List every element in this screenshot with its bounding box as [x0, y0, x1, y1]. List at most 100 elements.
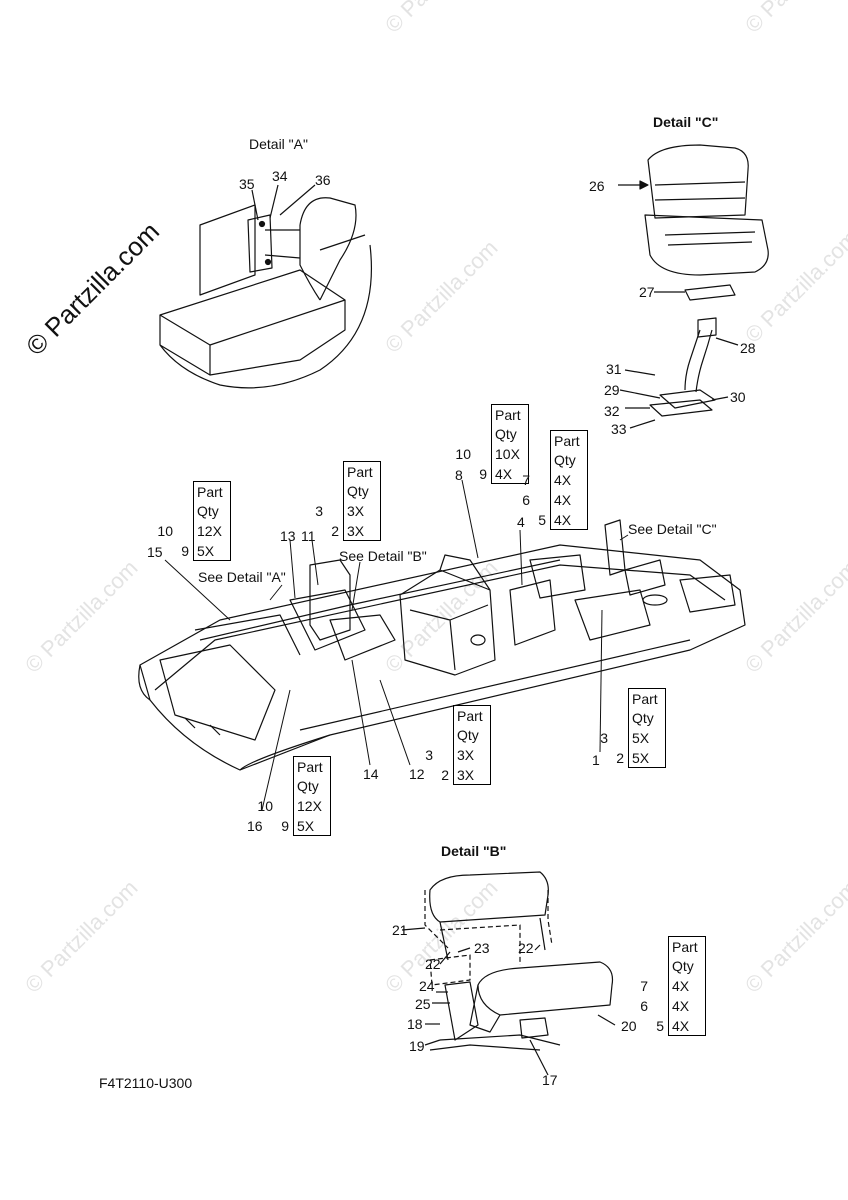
qty-cell: 4X [550, 510, 588, 530]
qty-table-header: Part [443, 404, 529, 424]
part-number [638, 956, 648, 976]
qty-cell: Qty [550, 450, 588, 470]
part-number [423, 765, 433, 785]
callout-35: 35 [239, 176, 255, 192]
qty-table-header: Part [145, 481, 231, 501]
qty-table-row: 7 4X [620, 976, 706, 996]
part-number [614, 688, 624, 708]
part-number [179, 481, 189, 501]
part-number [313, 461, 323, 481]
detail-b-title: Detail "B" [441, 843, 507, 859]
qty-cell: Qty [491, 424, 529, 444]
part-number [423, 725, 433, 745]
callout-24: 24 [419, 978, 435, 994]
part-number [638, 1016, 648, 1036]
callout-15: 15 [147, 544, 163, 560]
detail-b-drawing [401, 871, 616, 1076]
qty-table-row: 10 12X [145, 521, 231, 541]
part-number [423, 705, 433, 725]
qty-cell: 4X [491, 464, 529, 484]
qty-cell: 4X [550, 490, 588, 510]
qty-cell: 3X [453, 745, 491, 765]
callout-36: 36 [315, 172, 331, 188]
qty-cell: Qty [293, 776, 331, 796]
qty-cell: 12X [293, 796, 331, 816]
part-number [654, 976, 664, 996]
part-number [520, 510, 530, 530]
part-number [654, 956, 664, 976]
qty-cell: 10X [491, 444, 529, 464]
part-number [461, 404, 471, 424]
qty-table-header: Part [580, 688, 666, 708]
qty-cell: 4X [668, 976, 706, 996]
part-number [163, 501, 173, 521]
part-number [329, 501, 339, 521]
part-number [263, 816, 273, 836]
qty-cell: 5X [193, 541, 231, 561]
callout-27: 27 [639, 284, 655, 300]
callout-31: 31 [606, 361, 622, 377]
qty-table-header: Part [295, 461, 381, 481]
qty-cell: 12X [193, 521, 231, 541]
boat-hull-drawing [138, 519, 746, 771]
qty-cell: Qty [193, 501, 231, 521]
qty-cell: 3X [453, 765, 491, 785]
part-number [461, 464, 471, 484]
qty-cell: 5X [628, 728, 666, 748]
qty-table-header: Qty [295, 481, 381, 501]
part-number: 2 [441, 767, 449, 783]
qty-cell: Part [550, 430, 588, 450]
part-number: 7 [640, 978, 648, 994]
part-number [654, 936, 664, 956]
callout-19: 19 [409, 1038, 425, 1054]
part-number [520, 450, 530, 470]
part-number [279, 776, 289, 796]
detail-a-title: Detail "A" [249, 136, 308, 152]
part-number: 10 [157, 523, 173, 539]
see-detail-c: See Detail "C" [628, 521, 717, 537]
part-number: 5 [538, 512, 546, 528]
callout-23: 23 [474, 940, 490, 956]
callout-13: 13 [280, 528, 296, 544]
callout-26: 26 [589, 178, 605, 194]
part-number [461, 424, 471, 444]
callout-4: 4 [517, 514, 525, 530]
part-number [439, 745, 449, 765]
part-number [313, 481, 323, 501]
callout-25: 25 [415, 996, 431, 1012]
part-number: 3 [600, 730, 608, 746]
part-number: 2 [616, 750, 624, 766]
part-number [654, 996, 664, 1016]
qty-table-header: Part [502, 430, 588, 450]
part-number: 6 [522, 492, 530, 508]
part-number: 7 [522, 472, 530, 488]
part-number [163, 541, 173, 561]
callout-18: 18 [407, 1016, 423, 1032]
qty-table-header: Qty [443, 424, 529, 444]
callout-29: 29 [604, 382, 620, 398]
part-number [179, 521, 189, 541]
part-number [477, 444, 487, 464]
see-detail-a: See Detail "A" [198, 569, 286, 585]
part-number [263, 776, 273, 796]
part-number: 9 [479, 466, 487, 482]
qty-cell: Qty [453, 725, 491, 745]
part-number [439, 725, 449, 745]
part-number: 6 [640, 998, 648, 1014]
part-number [477, 424, 487, 444]
qty-table-header: Part [405, 705, 491, 725]
part-number [638, 936, 648, 956]
qty-cell: Part [628, 688, 666, 708]
part-number [477, 404, 487, 424]
